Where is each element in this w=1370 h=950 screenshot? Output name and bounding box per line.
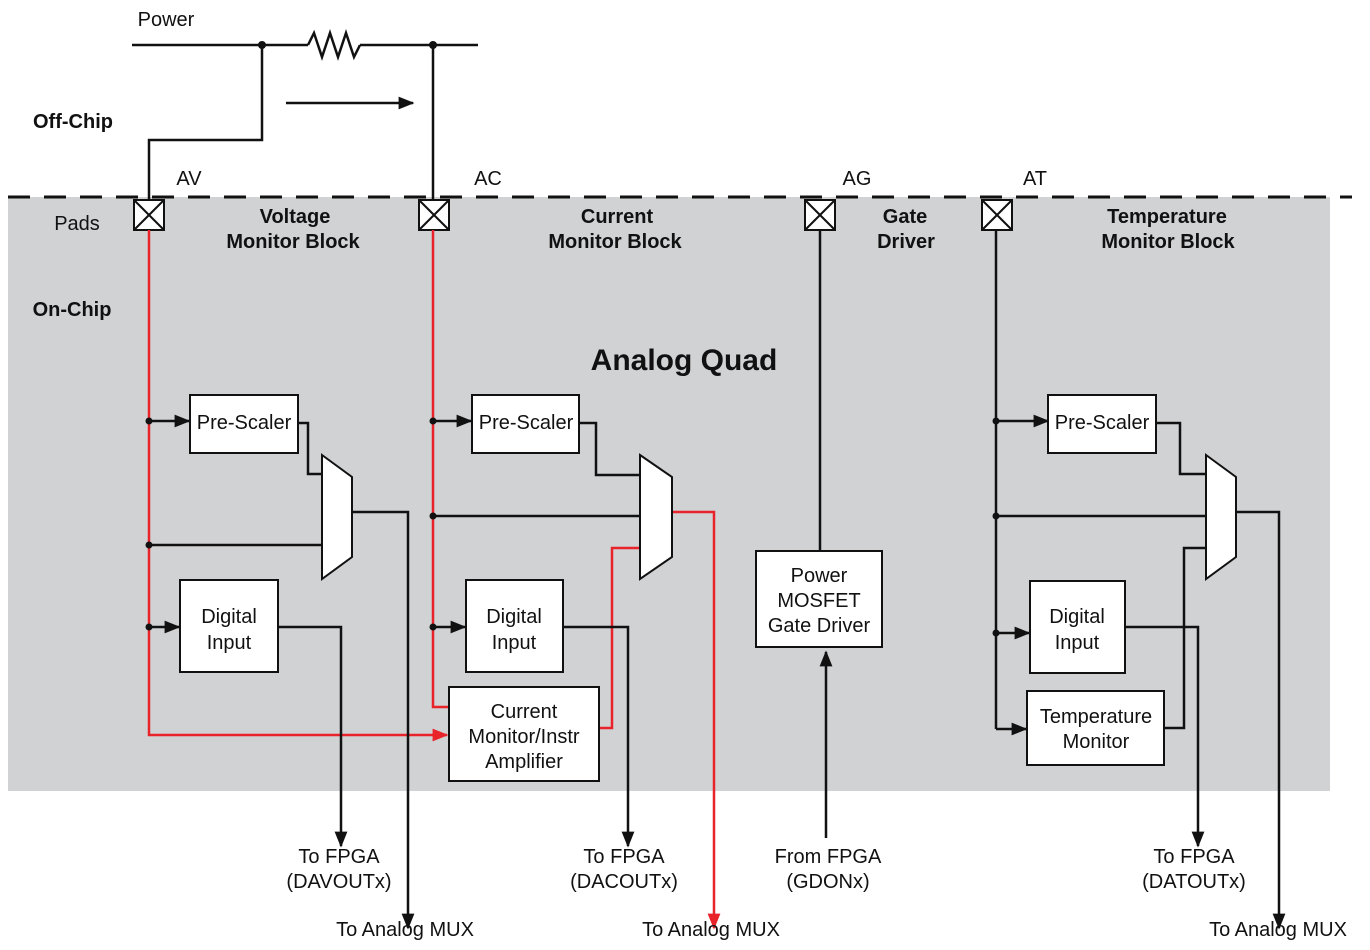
resistor-icon xyxy=(306,29,362,61)
gate-block-title-2: Driver xyxy=(877,231,935,253)
voltage-digital-label-2: Input xyxy=(207,632,252,654)
davoutx-label: (DAVOUTx) xyxy=(286,871,391,893)
temperature-prescaler-box xyxy=(1047,394,1157,454)
power-label: Power xyxy=(138,9,195,31)
temperature-digital-input-box xyxy=(1029,580,1126,674)
gate-driver-wiring xyxy=(818,230,833,838)
voltage-digital-input-box xyxy=(179,579,279,673)
temperature-analog-mux-label: To Analog MUX xyxy=(1209,919,1347,941)
gdonx-label: (GDONx) xyxy=(786,871,869,893)
on-chip-label: On-Chip xyxy=(33,299,112,321)
temperature-fpga-label: To FPGA xyxy=(1153,846,1235,868)
pads-label: Pads xyxy=(54,213,100,235)
power-mosfet-gate-driver-box xyxy=(755,550,883,648)
voltage-monitor-wiring xyxy=(145,230,449,930)
temperature-prescaler-label: Pre-Scaler xyxy=(1055,412,1150,434)
temperature-digital-label-1: Digital xyxy=(1049,606,1105,628)
pad-ag-label: AG xyxy=(843,168,872,190)
current-monitor-amplifier-box xyxy=(448,686,600,782)
temperature-mux-icon xyxy=(1205,453,1237,581)
current-prescaler-label: Pre-Scaler xyxy=(479,412,574,434)
amplifier-label-3: Amplifier xyxy=(485,751,563,773)
diagram-title: Analog Quad xyxy=(591,344,778,377)
temperature-monitor-label-1: Temperature xyxy=(1040,706,1152,728)
amplifier-label-1: Current xyxy=(491,701,558,723)
pad-ac-icon xyxy=(418,199,450,231)
current-digital-input-box xyxy=(465,579,564,673)
pad-av-icon xyxy=(133,199,165,231)
voltage-prescaler-box xyxy=(189,394,299,454)
amplifier-label-2: Monitor/Instr xyxy=(468,726,579,748)
current-prescaler-box xyxy=(471,394,580,454)
temperature-digital-label-2: Input xyxy=(1055,632,1100,654)
current-digital-label-1: Digital xyxy=(486,606,542,628)
pad-ac-label: AC xyxy=(474,168,502,190)
mosfet-label-1: Power xyxy=(791,565,848,587)
voltage-mux-icon xyxy=(321,453,353,581)
current-block-title-1: Current xyxy=(581,206,654,228)
current-block-title-2: Monitor Block xyxy=(548,231,682,253)
mosfet-label-2: MOSFET xyxy=(777,590,860,612)
temperature-block-title-2: Monitor Block xyxy=(1101,231,1235,253)
pad-at-icon xyxy=(981,199,1013,231)
from-fpga-label: From FPGA xyxy=(775,846,882,868)
dacoutx-label: (DACOUTx) xyxy=(570,871,678,893)
temperature-monitor-wiring xyxy=(992,230,1286,930)
voltage-prescaler-label: Pre-Scaler xyxy=(197,412,292,434)
pad-at-label: AT xyxy=(1023,168,1047,190)
pad-ag-icon xyxy=(804,199,836,231)
temperature-block-title-1: Temperature xyxy=(1107,206,1227,228)
gate-block-title-1: Gate xyxy=(883,206,927,228)
voltage-digital-label-1: Digital xyxy=(201,606,257,628)
mosfet-label-3: Gate Driver xyxy=(768,615,871,637)
current-monitor-wiring xyxy=(429,230,721,930)
voltage-block-title-2: Monitor Block xyxy=(226,231,360,253)
voltage-block-title-1: Voltage xyxy=(260,206,331,228)
temperature-monitor-box xyxy=(1026,690,1165,766)
pad-av-label: AV xyxy=(176,168,202,190)
current-mux-icon xyxy=(639,453,673,581)
temperature-monitor-label-2: Monitor xyxy=(1063,731,1130,753)
off-chip-label: Off-Chip xyxy=(33,111,113,133)
power-circuit xyxy=(132,29,478,200)
current-digital-label-2: Input xyxy=(492,632,537,654)
current-fpga-label: To FPGA xyxy=(583,846,665,868)
voltage-analog-mux-label: To Analog MUX xyxy=(336,919,474,941)
current-analog-mux-label: To Analog MUX xyxy=(642,919,780,941)
datoutx-label: (DATOUTx) xyxy=(1142,871,1246,893)
voltage-fpga-label: To FPGA xyxy=(298,846,380,868)
